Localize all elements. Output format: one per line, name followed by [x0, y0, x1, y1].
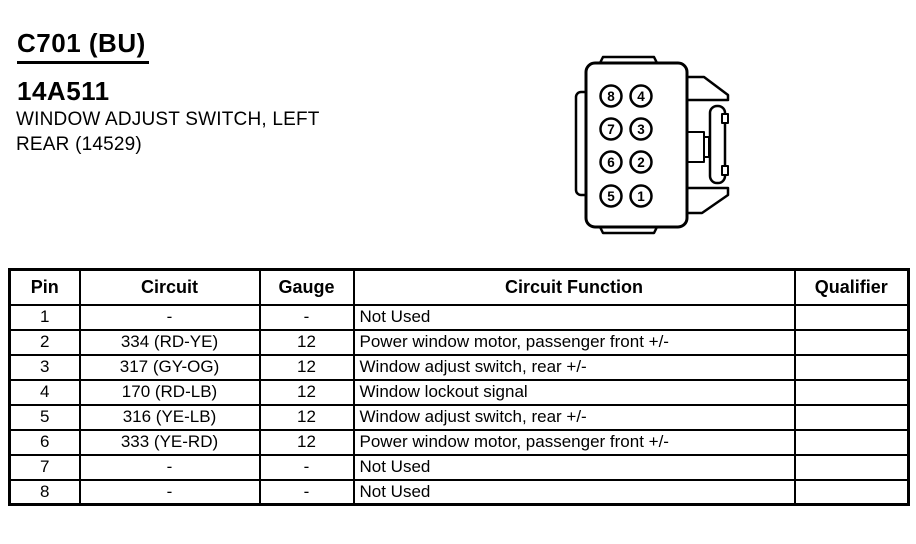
- cell-qualifier: [793, 428, 910, 456]
- connector-latch-notch-bottom: [721, 165, 729, 176]
- component-description: WINDOW ADJUST SWITCH, LEFT REAR (14529): [16, 107, 320, 157]
- cell-circuit-function: Window lockout signal: [352, 378, 796, 406]
- col-header-pin: Pin: [8, 268, 81, 306]
- pin-number-3: 3: [637, 122, 645, 137]
- pin-number-8: 8: [607, 89, 615, 104]
- cell-qualifier: [793, 353, 910, 381]
- pin-cavity-3: [629, 117, 653, 141]
- cell-gauge: -: [258, 453, 355, 481]
- pin-cavity-1: [629, 184, 653, 208]
- cell-circuit-function: Window adjust switch, rear +/-: [352, 353, 796, 381]
- connector-latch-bar: [703, 136, 710, 158]
- col-header-circuit: Circuit: [78, 268, 261, 306]
- col-header-gauge: Gauge: [258, 268, 355, 306]
- table-row: 5 316 (YE-LB) 12 Window adjust switch, r…: [8, 403, 910, 431]
- connector-top-wing: [680, 75, 730, 102]
- cell-qualifier: [793, 328, 910, 356]
- cell-qualifier: [793, 303, 910, 331]
- cell-circuit: -: [78, 303, 261, 331]
- cell-pin: 1: [8, 303, 81, 331]
- table-row: 6 333 (YE-RD) 12 Power window motor, pas…: [8, 428, 910, 456]
- cell-gauge: 12: [258, 353, 355, 381]
- cell-pin: 6: [8, 428, 81, 456]
- part-number: 14A511: [17, 76, 110, 106]
- cell-circuit: -: [78, 478, 261, 506]
- table-header-row: Pin Circuit Gauge Circuit Function Quali…: [8, 268, 910, 306]
- cell-qualifier: [793, 453, 910, 481]
- pin-number-2: 2: [637, 155, 645, 170]
- cell-pin: 5: [8, 403, 81, 431]
- cell-gauge: -: [258, 478, 355, 506]
- pin-cavity-5: [599, 184, 623, 208]
- cell-circuit-function: Not Used: [352, 478, 796, 506]
- cell-gauge: 12: [258, 403, 355, 431]
- cell-circuit: 316 (YE-LB): [78, 403, 261, 431]
- cell-qualifier: [793, 403, 910, 431]
- connector-latch-profile: [708, 104, 727, 185]
- component-description-line2: REAR (14529): [16, 134, 142, 155]
- connector-id-title: C701 (BU): [17, 28, 149, 64]
- col-header-circuit-function: Circuit Function: [352, 268, 796, 306]
- pin-cavity-6: [599, 150, 623, 174]
- pin-cavity-2: [629, 150, 653, 174]
- cell-pin: 2: [8, 328, 81, 356]
- cell-circuit: -: [78, 453, 261, 481]
- pin-cavity-4: [629, 84, 653, 108]
- cell-qualifier: [793, 378, 910, 406]
- cell-circuit-function: Not Used: [352, 453, 796, 481]
- connector-bottom-wing: [680, 186, 730, 215]
- table-row: 3 317 (GY-OG) 12 Window adjust switch, r…: [8, 353, 910, 381]
- pin-number-4: 4: [637, 89, 645, 104]
- connector-latch-notch-top: [721, 113, 729, 124]
- pin-cavity-8: [599, 84, 623, 108]
- col-header-qualifier: Qualifier: [793, 268, 910, 306]
- pin-cavity-7: [599, 117, 623, 141]
- table-row: 8 - - Not Used: [8, 478, 910, 506]
- pinout-table: Pin Circuit Gauge Circuit Function Quali…: [8, 268, 910, 506]
- cell-gauge: 12: [258, 428, 355, 456]
- component-description-line1: WINDOW ADJUST SWITCH, LEFT: [16, 109, 320, 130]
- cell-qualifier: [793, 478, 910, 506]
- cell-circuit: 317 (GY-OG): [78, 353, 261, 381]
- cell-circuit: 334 (RD-YE): [78, 328, 261, 356]
- connector-face-diagram: 8 4 7 3 6 2 5 1: [570, 50, 745, 240]
- table-row: 2 334 (RD-YE) 12 Power window motor, pas…: [8, 328, 910, 356]
- pin-number-7: 7: [607, 122, 615, 137]
- cell-pin: 8: [8, 478, 81, 506]
- cell-circuit-function: Power window motor, passenger front +/-: [352, 328, 796, 356]
- cell-gauge: 12: [258, 378, 355, 406]
- connector-latch-socket: [685, 131, 705, 163]
- cell-circuit-function: Window adjust switch, rear +/-: [352, 403, 796, 431]
- cell-pin: 3: [8, 353, 81, 381]
- table-row: 4 170 (RD-LB) 12 Window lockout signal: [8, 378, 910, 406]
- pin-number-6: 6: [607, 155, 615, 170]
- cell-circuit-function: Not Used: [352, 303, 796, 331]
- cell-pin: 4: [8, 378, 81, 406]
- cell-pin: 7: [8, 453, 81, 481]
- cell-circuit: 333 (YE-RD): [78, 428, 261, 456]
- pin-number-5: 5: [607, 189, 615, 204]
- cell-circuit: 170 (RD-LB): [78, 378, 261, 406]
- cell-gauge: -: [258, 303, 355, 331]
- pin-number-1: 1: [637, 189, 645, 204]
- table-row: 7 - - Not Used: [8, 453, 910, 481]
- connector-outline-drawing: 8 4 7 3 6 2 5 1: [574, 55, 730, 235]
- cell-circuit-function: Power window motor, passenger front +/-: [352, 428, 796, 456]
- table-row: 1 - - Not Used: [8, 303, 910, 331]
- cell-gauge: 12: [258, 328, 355, 356]
